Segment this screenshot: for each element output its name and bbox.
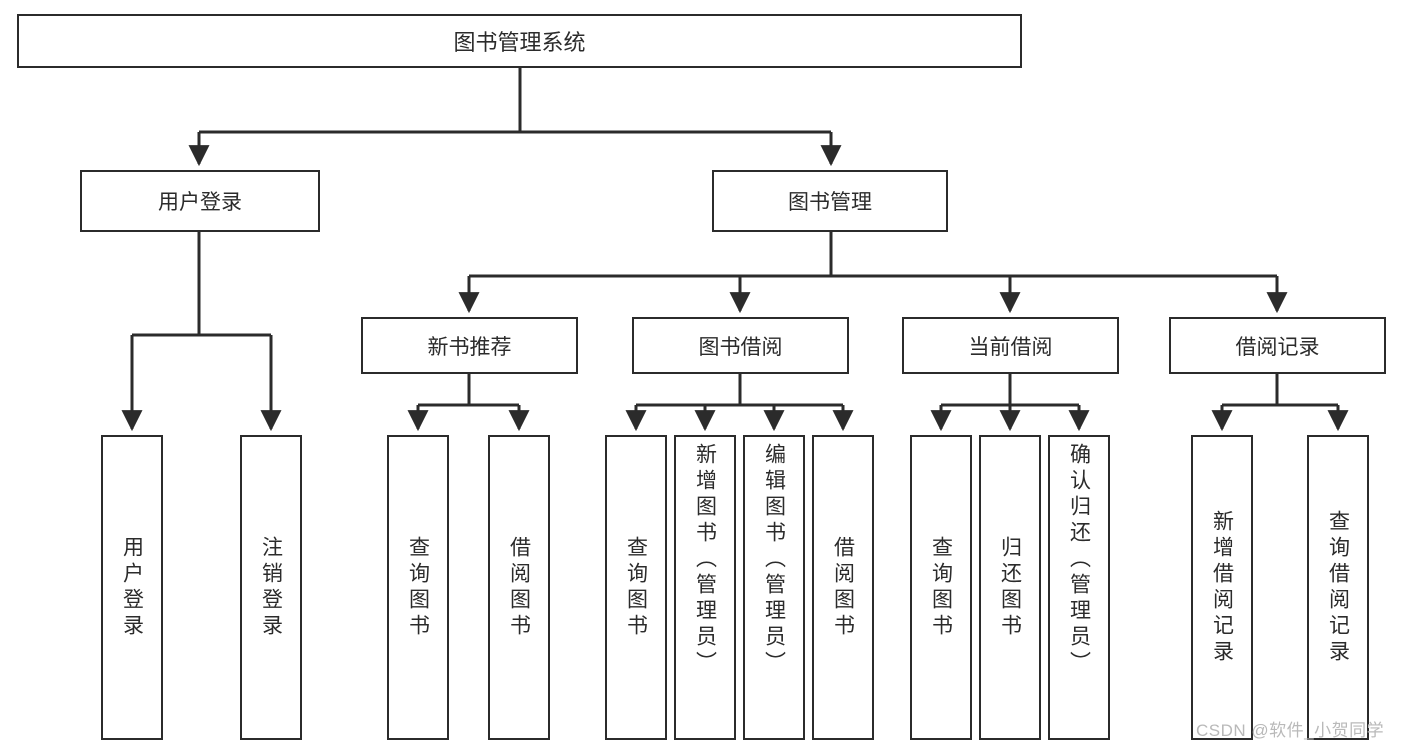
node-leaf-user-logout[interactable]: 注销登录	[240, 435, 302, 740]
node-label: 借阅记录	[1235, 335, 1320, 359]
node-label: 图书管理系统	[453, 30, 586, 55]
node-leaf-user-login[interactable]: 用户登录	[101, 435, 163, 740]
node-leaf-add-borrow-record[interactable]: 新增借阅记录	[1191, 435, 1253, 740]
node-leaf-query-borrow-record[interactable]: 查询借阅记录	[1307, 435, 1369, 740]
node-leaf-query-book-borrow[interactable]: 查询图书	[605, 435, 667, 740]
node-borrow-record[interactable]: 借阅记录	[1169, 317, 1386, 374]
node-book-management-system[interactable]: 图书管理系统	[17, 14, 1022, 68]
node-leaf-confirm-return[interactable]: 确认归还（管理员）	[1048, 435, 1110, 740]
node-label: 新增图书（管理员）	[693, 443, 717, 677]
node-label: 图书管理	[788, 191, 872, 214]
node-label: 编辑图书（管理员）	[762, 443, 786, 677]
node-label: 新书推荐	[427, 335, 512, 359]
node-label: 用户登录	[120, 535, 144, 640]
node-label: 借阅图书	[507, 535, 531, 640]
node-leaf-edit-book[interactable]: 编辑图书（管理员）	[743, 435, 805, 740]
node-label: 查询图书	[929, 535, 953, 640]
node-label: 查询借阅记录	[1326, 509, 1350, 666]
csdn-watermark: CSDN @软件_小贺同学	[1196, 721, 1385, 740]
node-label: 确认归还（管理员）	[1067, 443, 1091, 677]
node-leaf-borrow-book[interactable]: 借阅图书	[812, 435, 874, 740]
node-leaf-query-book-recommend[interactable]: 查询图书	[387, 435, 449, 740]
node-user-login[interactable]: 用户登录	[80, 170, 320, 232]
node-leaf-return-book[interactable]: 归还图书	[979, 435, 1041, 740]
node-label: 查询图书	[624, 535, 648, 640]
node-label: 查询图书	[406, 535, 430, 640]
node-label: 用户登录	[158, 191, 242, 214]
node-label: 注销登录	[259, 535, 283, 640]
node-book-manage[interactable]: 图书管理	[712, 170, 948, 232]
node-new-book-recommend[interactable]: 新书推荐	[361, 317, 578, 374]
node-leaf-add-book[interactable]: 新增图书（管理员）	[674, 435, 736, 740]
node-label: 新增借阅记录	[1210, 509, 1234, 666]
node-label: 归还图书	[998, 535, 1022, 640]
node-label: 借阅图书	[831, 535, 855, 640]
node-book-borrow[interactable]: 图书借阅	[632, 317, 849, 374]
node-leaf-query-book-current[interactable]: 查询图书	[910, 435, 972, 740]
node-label: 当前借阅	[968, 335, 1053, 359]
node-leaf-borrow-book-recommend[interactable]: 借阅图书	[488, 435, 550, 740]
node-current-borrow[interactable]: 当前借阅	[902, 317, 1119, 374]
node-label: 图书借阅	[698, 335, 783, 359]
